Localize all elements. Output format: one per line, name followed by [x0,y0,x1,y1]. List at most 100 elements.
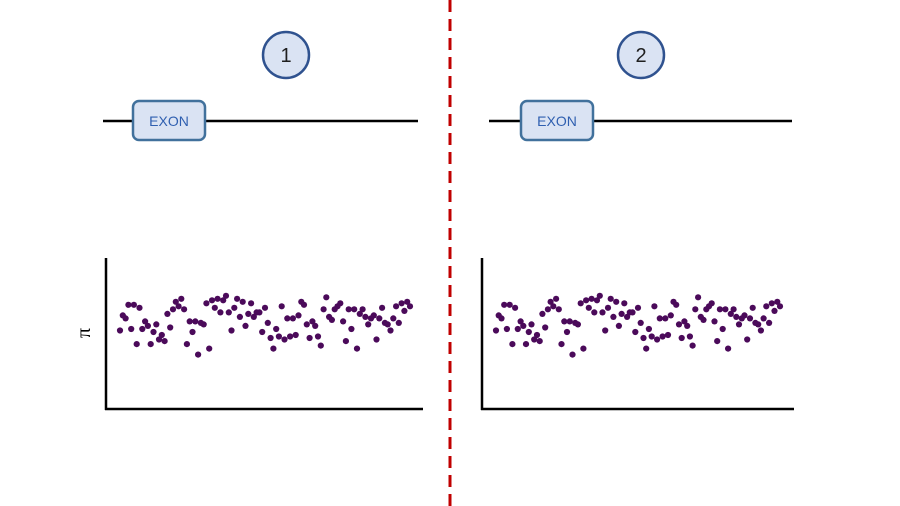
scatter-point [733,313,740,320]
scatter-point [256,309,263,316]
scatter-point [760,315,767,322]
scatter-point [236,313,243,320]
scatter-point [664,331,672,339]
panel-1: 1 EXON π [73,30,423,411]
scatter-point [511,304,519,311]
scatter-point [225,309,232,316]
scatter-point [122,315,129,322]
scatter-point [656,315,663,322]
scatter-point [365,321,372,328]
scatter-point [287,333,294,340]
scatter-point [270,345,277,352]
scatter-point [498,315,505,322]
scatter-point [744,336,751,343]
scatter-point [150,328,157,336]
scatter-point [189,328,196,336]
scatter-point [242,322,249,329]
scatter-point [558,341,565,348]
scatter-point [632,328,639,336]
scatter-point [588,295,595,302]
scatter-point [348,325,355,333]
scatter-point [178,295,185,302]
scatter-point [208,297,216,304]
scatter-point [654,336,661,343]
scatter-point [506,301,513,308]
scatter-point [222,292,230,299]
scatter-point [727,310,734,317]
scatter-point [401,307,408,314]
scatter-point [711,318,718,325]
scatter-point [684,322,691,329]
scatter-point [195,351,202,358]
scatter-point [651,303,658,310]
scatter-point [629,309,636,316]
scatter-point [591,309,598,316]
scatter-point [662,315,669,322]
scatter-point [303,321,310,328]
scatter-point [618,310,625,317]
scatter-point [692,306,699,313]
scatter-point [648,333,655,340]
scatter-point [574,321,582,328]
scatter-point [585,304,592,311]
scatter-point [228,327,235,334]
scatter-point [643,345,650,352]
scatter-point [155,336,163,343]
scatter-point [278,303,285,310]
scatter-point [645,325,653,333]
scatter-point [245,310,252,317]
scatter-point [314,333,322,340]
scatter-point [637,319,644,326]
scatter-point [128,325,135,333]
scatter-point [719,325,726,333]
scatter-point [214,295,221,302]
scatter-point [267,334,274,342]
exon-box [519,99,595,142]
scatter-point [384,321,391,328]
scatter-point [147,341,154,348]
scatter-point [362,313,369,320]
scatter-point [520,322,527,329]
scatter-point [169,306,177,313]
scatter-point [522,341,530,348]
scatter-point [563,328,571,336]
scatter-point [613,298,620,305]
scatter-point [328,316,335,323]
scatter-point [615,322,623,329]
scatter-point [284,315,291,322]
y-axis-label: π [73,328,95,338]
scatter-point [136,304,143,311]
scatter-point [550,303,557,310]
scatter-point [542,324,549,331]
scatter-point [533,331,541,339]
scatter-point [373,336,380,343]
scatter-point [766,319,773,326]
scatter-point [231,304,238,311]
scatter-point [602,327,609,334]
scatter-point [370,312,377,319]
scatter-point [774,298,781,305]
scatter-point [192,318,199,325]
panel-number: 2 [635,45,646,67]
scatter-point [312,322,319,329]
scatter-point [763,303,770,310]
scatter-point [746,315,754,322]
exon-box [131,99,207,142]
scatter-point [536,338,543,345]
scatter-point [142,318,149,325]
scatter-point [342,338,349,345]
scatter-point [730,306,737,313]
scatter-point [200,321,207,328]
scatter-points [492,292,784,358]
scatter-point [708,300,715,307]
scatter-point [725,345,732,352]
scatter-point [323,294,330,301]
scatter-point [172,298,179,305]
scatter-point [158,331,165,339]
scatter-point [234,295,241,302]
scatter-point [116,327,124,334]
scatter-point [340,318,347,325]
scatter-point [133,341,140,348]
panel-2: 2 EXON [480,30,794,411]
scatter-point [144,322,151,329]
